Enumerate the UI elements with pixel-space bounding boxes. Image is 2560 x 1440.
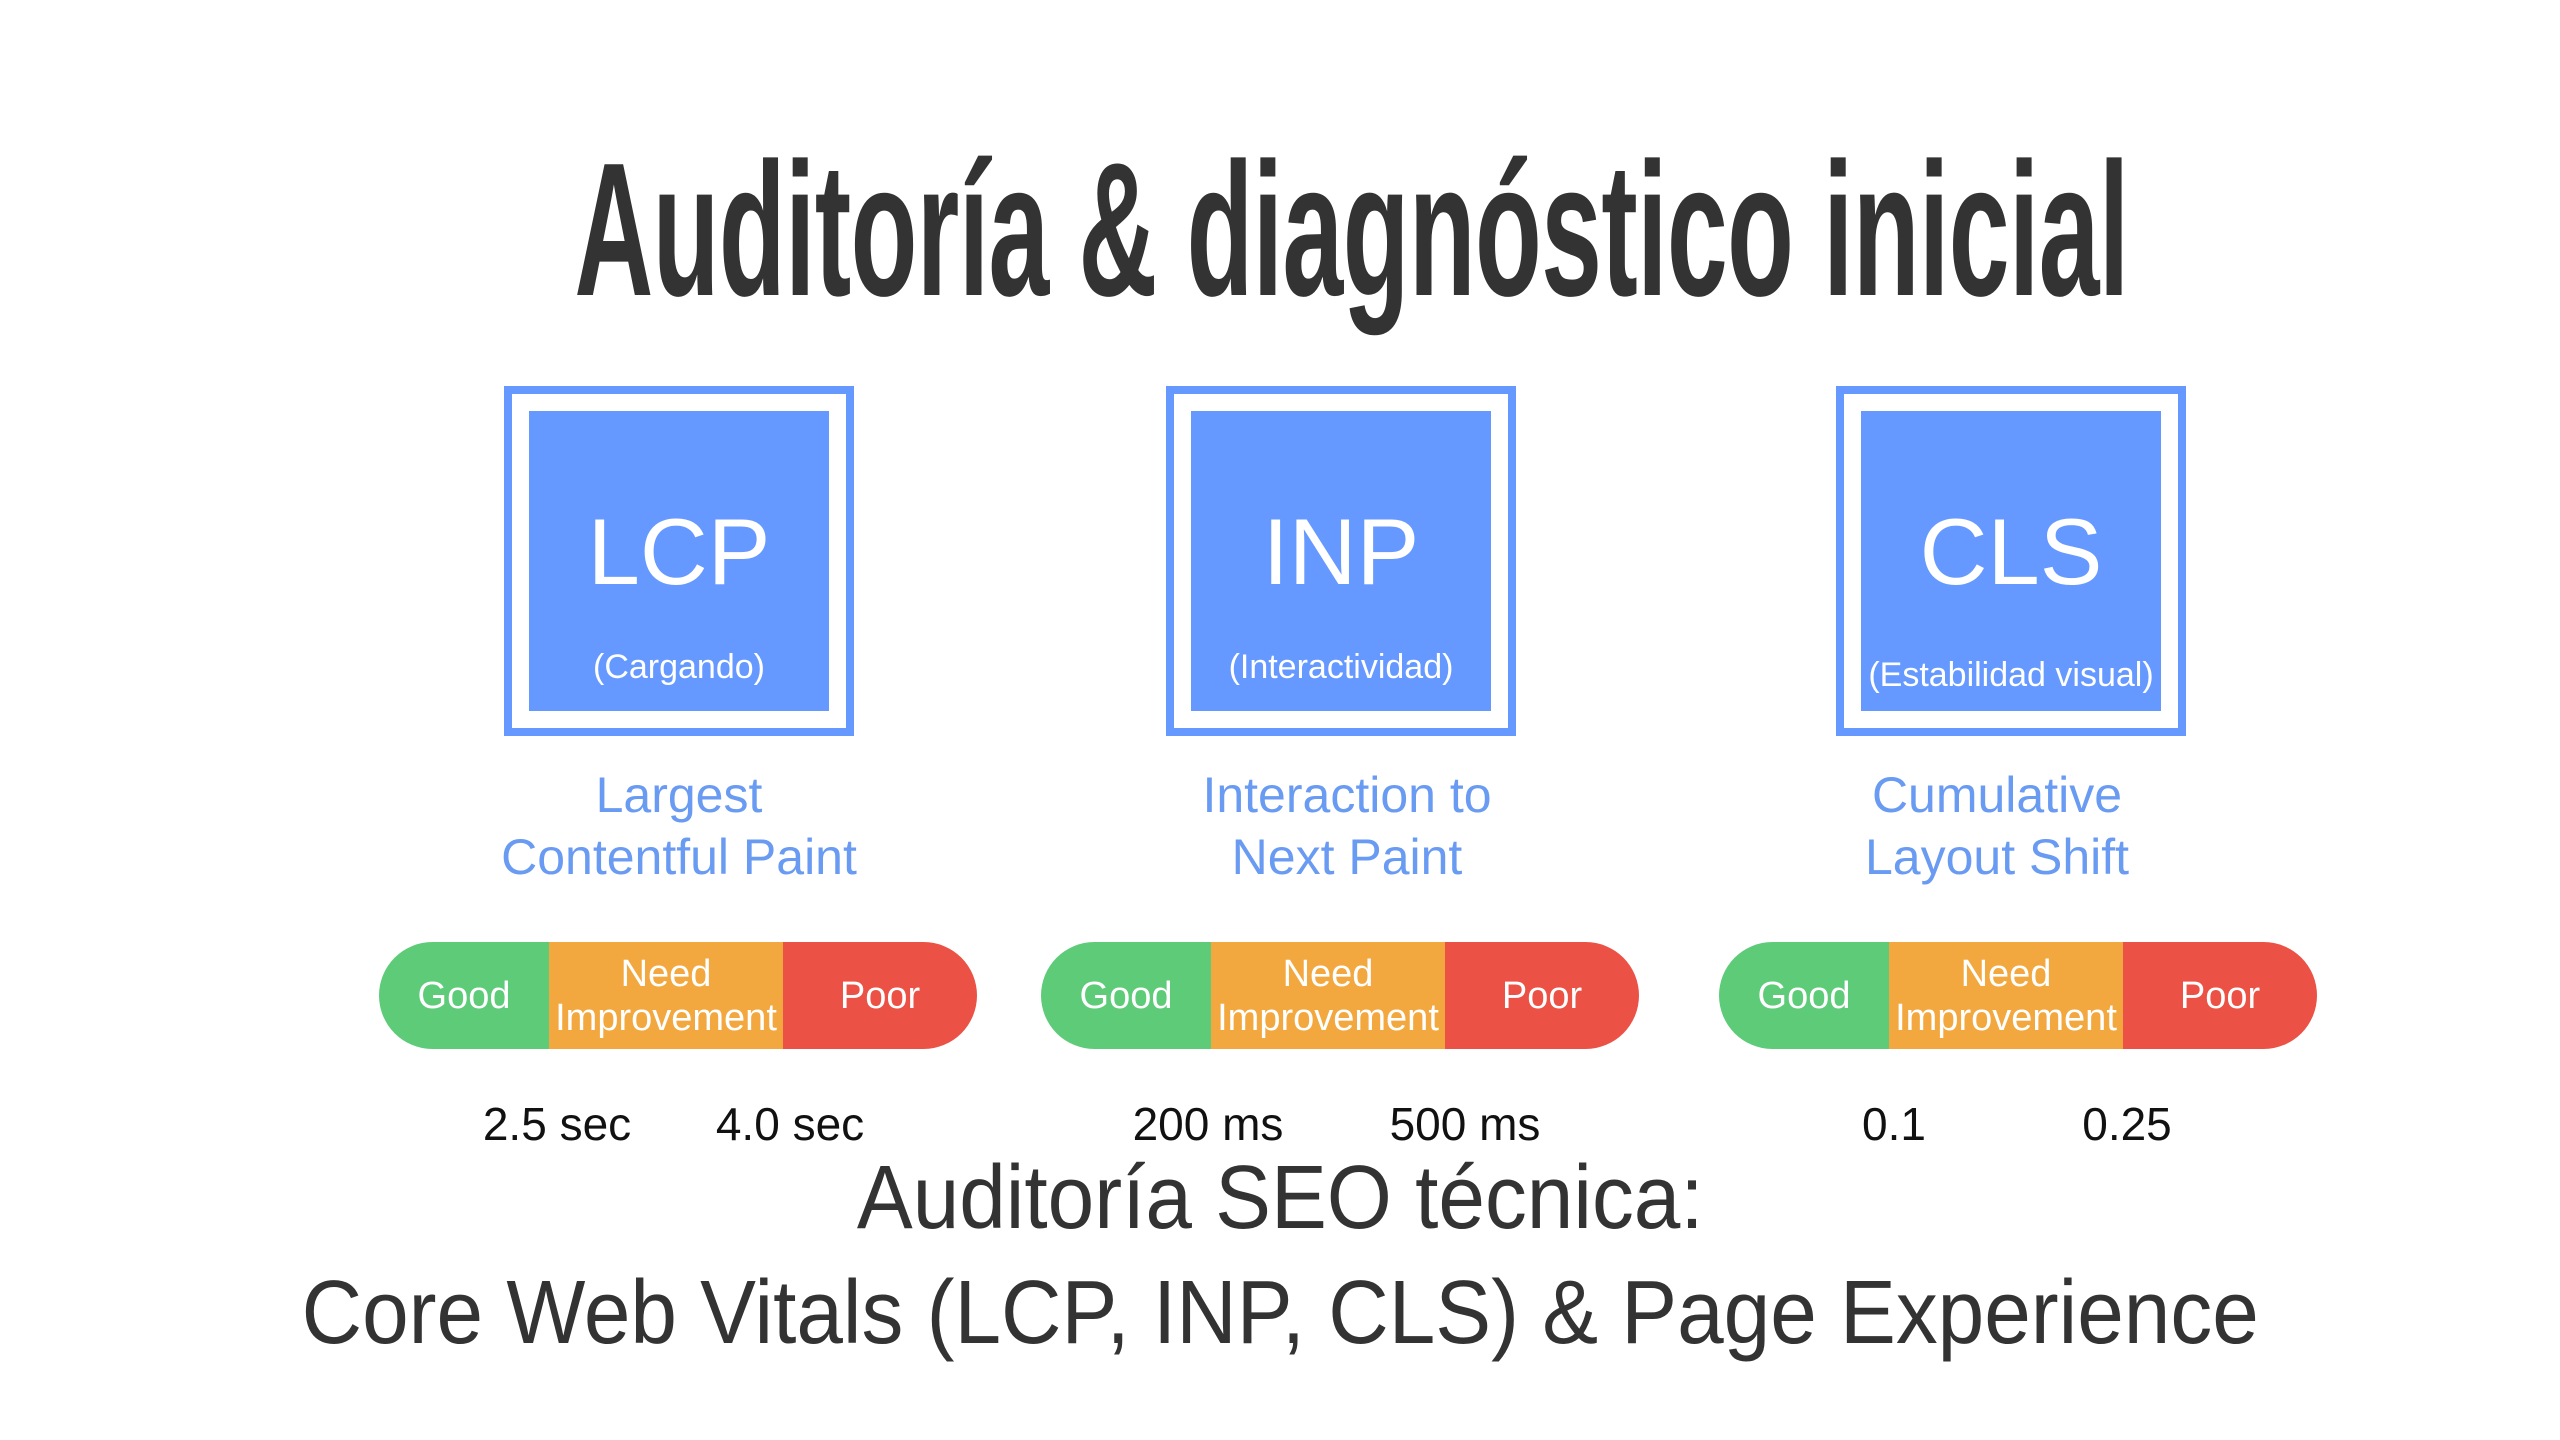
cls-threshold-poor: 0.25 [2082,1098,2172,1150]
lcp-subtitle: (Cargando) [593,648,765,686]
lcp-name-line1: Largest [595,767,763,823]
inp-card: INP (Interactividad) [1166,386,1516,736]
lcp-abbr: LCP [587,499,771,604]
improvement-label: Improvement [1895,996,2117,1039]
lcp-poor-segment: Poor [783,942,977,1049]
cls-subtitle: (Estabilidad visual) [1868,656,2154,694]
lcp-full-name: Largest Contentful Paint [419,764,939,888]
inp-good-segment: Good [1041,942,1211,1049]
cls-card-inner: CLS (Estabilidad visual) [1861,411,2161,711]
lcp-threshold-good: 2.5 sec [482,1098,632,1150]
footer-line1: Auditoría SEO técnica: [856,1148,1704,1248]
lcp-card: LCP (Cargando) [504,386,854,736]
inp-poor-segment: Poor [1445,942,1639,1049]
cls-scale-bar: Good Need Improvement Poor [1719,942,2317,1049]
footer-line2: Core Web Vitals (LCP, INP, CLS) & Page E… [301,1263,2259,1363]
inp-full-name: Interaction to Next Paint [1087,764,1607,888]
lcp-name-line2: Contentful Paint [501,829,857,885]
lcp-good-segment: Good [379,942,549,1049]
improvement-label: Improvement [555,996,777,1039]
inp-scale-bar: Good Need Improvement Poor [1041,942,1639,1049]
inp-threshold-poor: 500 ms [1389,1098,1541,1150]
footer-line1-wrap: Auditoría SEO técnica: [0,1146,2560,1250]
inp-subtitle: (Interactividad) [1228,648,1454,686]
inp-abbr: INP [1262,499,1420,604]
lcp-scale-bar: Good Need Improvement Poor [379,942,977,1049]
page-title: Auditoría & diagnóstico inicial [574,124,2129,336]
inp-threshold-good: 200 ms [1132,1098,1284,1150]
need-label: Need [1282,952,1374,995]
lcp-card-inner: LCP (Cargando) [529,411,829,711]
need-label: Need [1960,952,2052,995]
lcp-threshold-poor: 4.0 sec [715,1098,865,1150]
cls-name-line2: Layout Shift [1864,829,2130,885]
need-label: Need [620,952,712,995]
footer-line2-wrap: Core Web Vitals (LCP, INP, CLS) & Page E… [0,1261,2560,1365]
inp-need-improvement-segment: Need Improvement [1211,942,1445,1049]
inp-name-line1: Interaction to [1202,767,1492,823]
inp-card-inner: INP (Interactividad) [1191,411,1491,711]
improvement-label: Improvement [1217,996,1439,1039]
cls-full-name: Cumulative Layout Shift [1737,764,2257,888]
cls-abbr: CLS [1919,499,2103,604]
cls-good-segment: Good [1719,942,1889,1049]
cls-threshold-good: 0.1 [1862,1098,1926,1150]
cls-need-improvement-segment: Need Improvement [1889,942,2123,1049]
page-title-wrap: Auditoría & diagnóstico inicial [0,100,2560,360]
inp-name-line2: Next Paint [1231,829,1463,885]
cls-name-line1: Cumulative [1871,767,2123,823]
lcp-need-improvement-segment: Need Improvement [549,942,783,1049]
cls-poor-segment: Poor [2123,942,2317,1049]
cls-card: CLS (Estabilidad visual) [1836,386,2186,736]
